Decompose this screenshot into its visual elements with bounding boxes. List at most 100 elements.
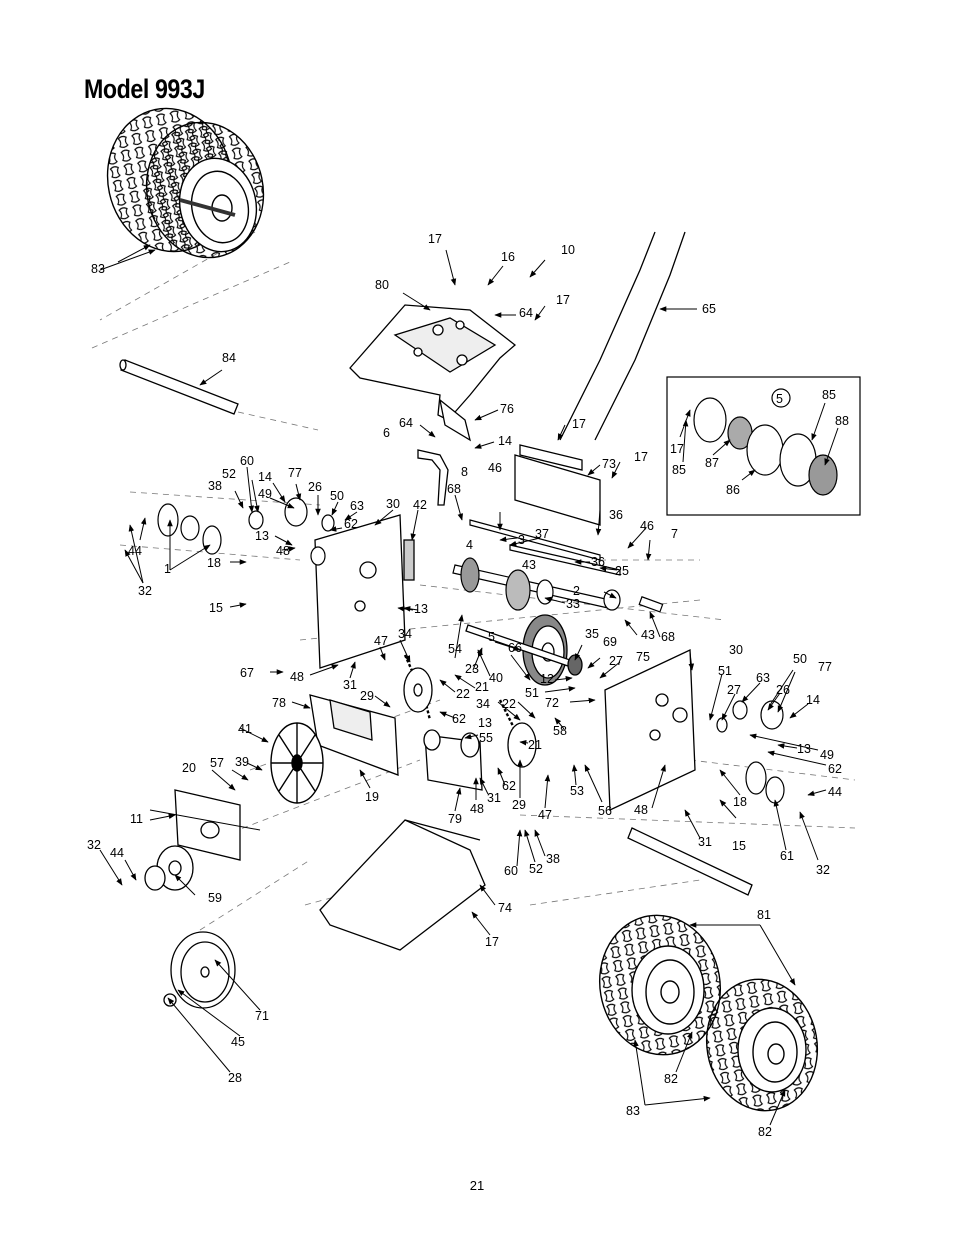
part-label: 13 <box>414 602 428 616</box>
part-label: 88 <box>835 414 849 428</box>
part-label: 29 <box>360 689 374 703</box>
part-label: 48 <box>276 544 290 558</box>
part-label: 44 <box>110 846 124 860</box>
wheels-front <box>598 914 819 1112</box>
page-number: 21 <box>469 1178 485 1193</box>
part-label: 50 <box>330 489 344 503</box>
part-label: 56 <box>598 804 612 818</box>
part-label: 58 <box>553 724 567 738</box>
part-label: 48 <box>290 670 304 684</box>
dash-panel <box>349 304 517 442</box>
part-label: 59 <box>208 891 222 905</box>
left-hub-assembly <box>157 497 335 566</box>
part-label: 30 <box>386 497 400 511</box>
part-label: 23 <box>465 662 479 676</box>
part-label: 62 <box>344 517 358 531</box>
part-label: 32 <box>816 863 830 877</box>
part-label: 25 <box>615 564 629 578</box>
large-friction-wheel <box>465 614 583 686</box>
part-label: 19 <box>365 790 379 804</box>
part-label: 69 <box>603 635 617 649</box>
part-label: 62 <box>452 712 466 726</box>
part-label: 75 <box>636 650 650 664</box>
part-label: 37 <box>535 527 549 541</box>
part-label: 4 <box>466 538 473 552</box>
part-label: 5 <box>488 630 495 644</box>
part-label: 78 <box>272 696 286 710</box>
part-label: 64 <box>519 306 533 320</box>
part-label: 21 <box>475 680 489 694</box>
part-label: 34 <box>398 627 412 641</box>
part-label: 14 <box>806 693 820 707</box>
part-label: 27 <box>609 654 623 668</box>
axle-shaft <box>119 359 239 415</box>
part-label: 17 <box>556 293 570 307</box>
part-label: 73 <box>602 457 616 471</box>
part-label: 26 <box>776 683 790 697</box>
part-label: 83 <box>626 1104 640 1118</box>
part-label: 34 <box>476 697 490 711</box>
part-label: 77 <box>818 660 832 674</box>
part-label: 51 <box>718 664 732 678</box>
part-label: 31 <box>698 835 712 849</box>
part-label: 32 <box>138 584 152 598</box>
part-label: 67 <box>240 666 254 680</box>
part-label: 60 <box>504 864 518 878</box>
part-label: 48 <box>470 802 484 816</box>
part-label: 33 <box>566 597 580 611</box>
part-label: 31 <box>343 678 357 692</box>
part-label: 14 <box>258 470 272 484</box>
part-label: 17 <box>572 417 586 431</box>
part-label: 80 <box>375 278 389 292</box>
right-frame-plate <box>604 648 696 812</box>
part-label: 43 <box>641 628 655 642</box>
part-label: 43 <box>522 558 536 572</box>
part-label: 68 <box>447 482 461 496</box>
drive-shaft-assembly <box>452 519 664 613</box>
control-rods <box>559 231 686 441</box>
part-label: 71 <box>255 1009 269 1023</box>
part-label: 35 <box>585 627 599 641</box>
part-label: 10 <box>561 243 575 257</box>
part-label: 30 <box>729 643 743 657</box>
part-label: 18 <box>733 795 747 809</box>
part-label: 32 <box>87 838 101 852</box>
part-label: 17 <box>634 450 648 464</box>
left-frame-plate <box>314 514 415 669</box>
wheel-rear-upper <box>106 107 265 259</box>
inset-badge-label: 5 <box>776 392 783 406</box>
part-label: 28 <box>228 1071 242 1085</box>
part-label: 8 <box>461 465 468 479</box>
part-label: 85 <box>672 463 686 477</box>
part-label: 12 <box>540 672 554 686</box>
part-label: 65 <box>702 302 716 316</box>
part-label: 42 <box>413 498 427 512</box>
part-label: 46 <box>488 461 502 475</box>
part-label: 60 <box>240 454 254 468</box>
part-label: 15 <box>732 839 746 853</box>
part-labels: 83 84 80 17 16 10 17 64 65 76 64 6 14 17… <box>87 232 849 1139</box>
part-label: 26 <box>308 480 322 494</box>
part-label: 45 <box>231 1035 245 1049</box>
part-label: 40 <box>489 671 503 685</box>
part-label: 22 <box>456 687 470 701</box>
part-label: 18 <box>207 556 221 570</box>
part-label: 62 <box>502 779 516 793</box>
part-label: 36 <box>591 555 605 569</box>
part-label: 36 <box>609 508 623 522</box>
part-label: 13 <box>797 742 811 756</box>
part-label: 17 <box>670 442 684 456</box>
part-label: 52 <box>222 467 236 481</box>
part-label: 64 <box>399 416 413 430</box>
part-label: 44 <box>828 785 842 799</box>
part-label: 47 <box>538 808 552 822</box>
part-label: 38 <box>546 852 560 866</box>
part-label: 87 <box>705 456 719 470</box>
part-label: 47 <box>374 634 388 648</box>
mounting-plate <box>149 789 261 861</box>
support-bracket <box>514 444 601 526</box>
part-label: 63 <box>350 499 364 513</box>
part-label: 1 <box>164 562 171 576</box>
part-label: 14 <box>498 434 512 448</box>
